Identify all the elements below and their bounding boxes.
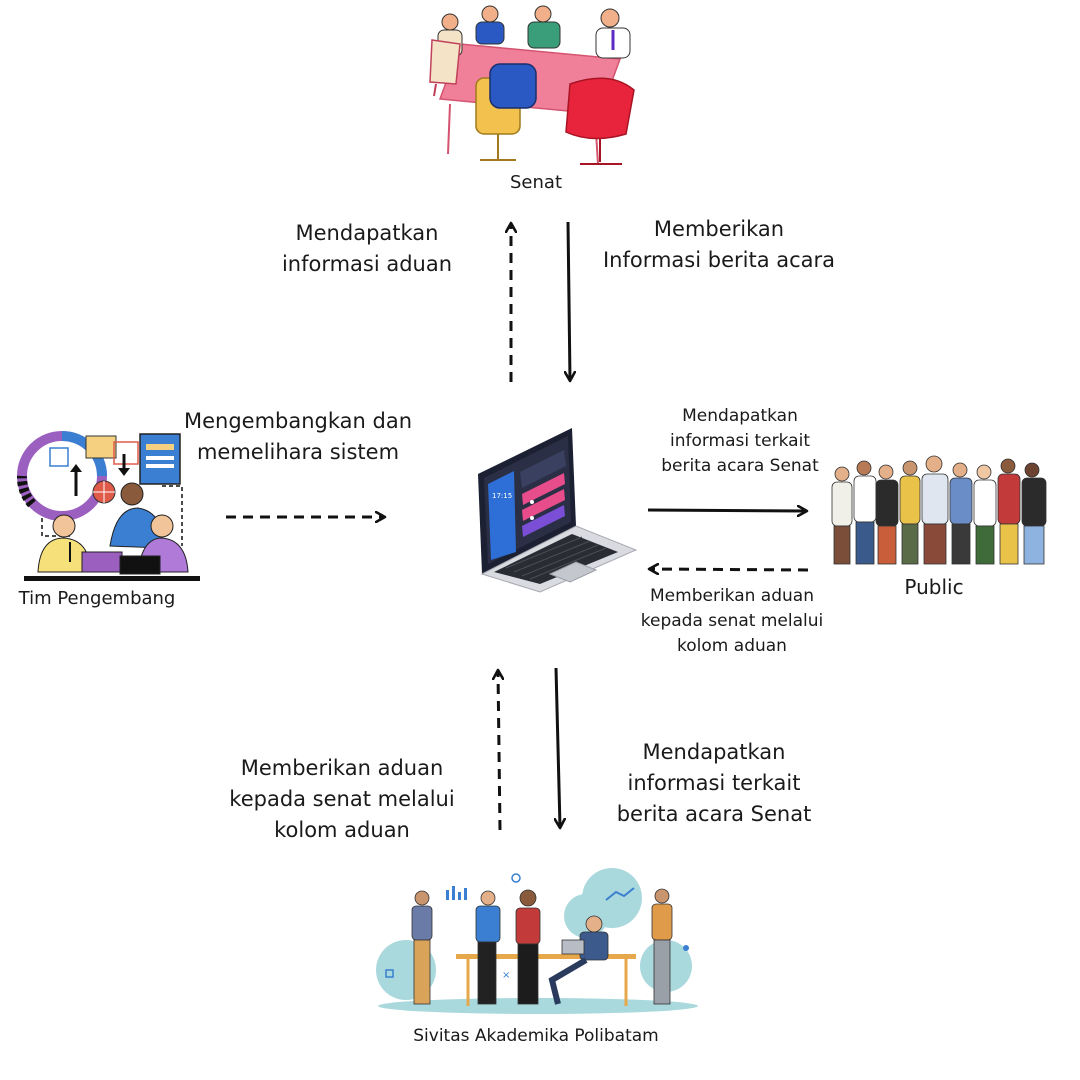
laptop-clock-text: 17:15 (492, 492, 512, 500)
edge-label-line: berita acara Senat (661, 456, 819, 476)
edge-label-line: informasi terkait (627, 771, 801, 795)
edge-label-line: kolom aduan (274, 818, 410, 842)
senat-label: Senat (510, 172, 562, 193)
edge-label-line: memelihara sistem (196, 440, 400, 464)
edge-label-line: Informasi berita acara (602, 248, 836, 272)
edge-label-system-to-sivitas: Mendapatkan informasi terkait berita aca… (606, 737, 822, 830)
edge-label-line: Memberikan aduan (240, 756, 444, 780)
edge-label-sivitas-to-system: Memberikan aduan kepada senat melalui ko… (220, 753, 464, 846)
arrow-system-to-sivitas (556, 667, 560, 827)
svg-text:×: × (502, 970, 510, 981)
edge-label-line: kolom aduan (677, 636, 787, 656)
system-laptop-illustration: 17:15 (478, 428, 638, 593)
edge-label-line: kepada senat melalui (229, 787, 455, 811)
edge-label-senat-to-system: Memberikan Informasi berita acara (594, 214, 844, 276)
edge-label-public-to-system: Memberikan aduan kepada senat melalui ko… (628, 584, 836, 659)
edge-label-line: informasi aduan (281, 252, 453, 276)
edge-label-system-to-senat: Mendapatkan informasi aduan (262, 218, 472, 280)
arrow-system-to-public (647, 510, 806, 511)
edge-label-line: berita acara Senat (616, 802, 812, 826)
public-label: Public (904, 575, 964, 599)
tim-pengembang-label: Tim Pengembang (18, 588, 176, 609)
edge-label-line: Memberikan aduan (650, 586, 814, 606)
edge-label-line: Memberikan (653, 217, 785, 241)
arrow-senat-to-system (568, 221, 570, 380)
edge-label-line: informasi terkait (669, 431, 810, 451)
arrow-sivitas-to-system (498, 671, 500, 831)
public-crowd-illustration (831, 455, 1047, 565)
edge-label-line: Mendapatkan (642, 740, 786, 764)
edge-label-system-to-public: Mendapatkan informasi terkait berita aca… (640, 404, 840, 479)
edge-label-line: Mendapatkan (295, 221, 439, 245)
edge-label-line: Mendapatkan (682, 406, 798, 426)
sivitas-label: Sivitas Akademika Polibatam (413, 1026, 659, 1046)
senat-meeting-illustration (429, 5, 635, 165)
edge-label-tim-to-system: Mengembangkan dan memelihara sistem (180, 406, 416, 468)
edge-label-line: Mengembangkan dan (183, 409, 413, 433)
arrow-public-to-system (650, 569, 809, 570)
edge-label-line: kepada senat melalui (640, 611, 824, 631)
tim-pengembang-illustration (17, 431, 200, 581)
sivitas-akademika-illustration: × (376, 868, 698, 1014)
